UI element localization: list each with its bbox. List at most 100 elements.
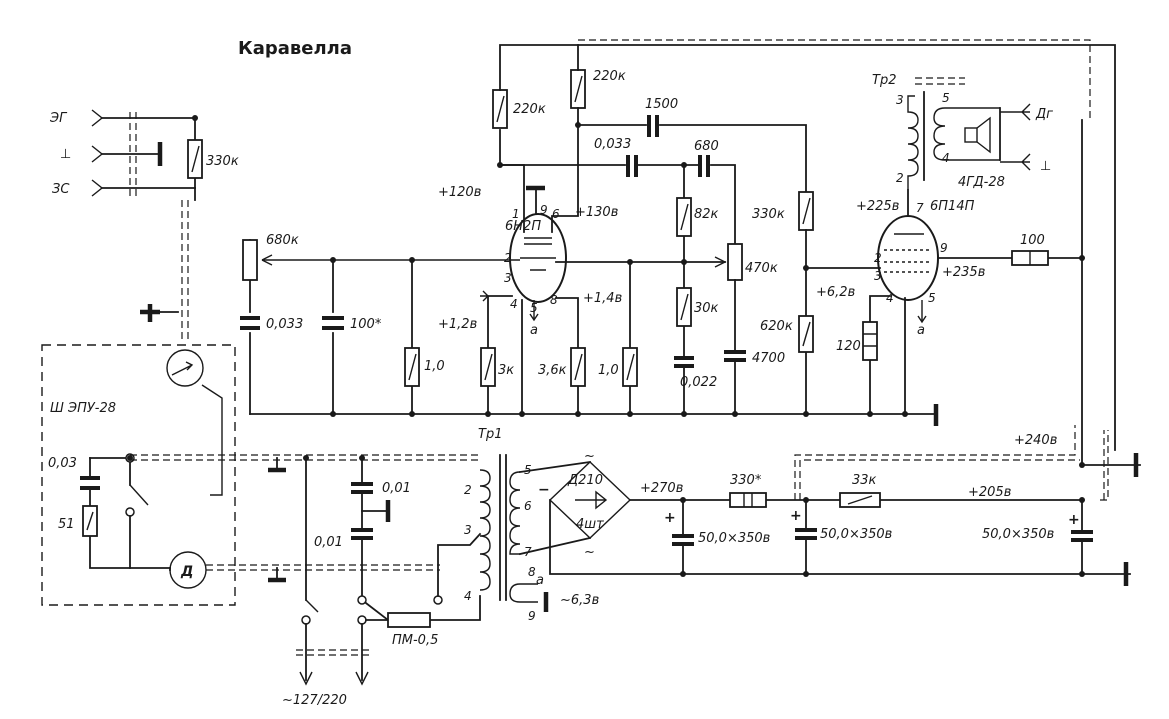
capacitor-0033-a (240, 316, 260, 330)
tr2-primary (907, 95, 919, 190)
jack-gnd-icon (91, 145, 104, 163)
speaker-gnd-label: ⊥ (1040, 159, 1051, 174)
svg-text:4: 4 (886, 291, 894, 305)
label-3k: 3к (498, 363, 514, 378)
v205-label: +205в (968, 485, 1011, 500)
svg-text:8: 8 (550, 293, 558, 307)
svg-text:8: 8 (528, 565, 536, 579)
resistor-120 (862, 321, 878, 361)
tr2-label: Тр2 (872, 73, 896, 88)
jack-zs-icon (91, 179, 104, 197)
label-680k: 680к (266, 233, 299, 248)
svg-text:3: 3 (464, 523, 472, 537)
capacitor-50-b (795, 528, 817, 540)
capacitor-100 (322, 316, 344, 330)
rectifier-label: Д210 (567, 473, 603, 488)
tr1-primary (479, 469, 491, 591)
label-1m-a: 1,0 (424, 359, 445, 374)
heater-voltage-label: ~6,3в (560, 593, 599, 608)
v225-label: +225в (856, 199, 899, 214)
svg-text:а: а (917, 323, 925, 338)
label-33k: 33к (852, 473, 877, 488)
svg-text:а: а (536, 573, 544, 588)
v14-label: +1,4в (583, 291, 622, 306)
label-0022: 0,022 (680, 375, 717, 390)
svg-text:9: 9 (528, 609, 536, 623)
capacitor-003 (80, 476, 100, 490)
fuse-pm05 (387, 612, 431, 628)
label-1m-b: 1,0 (598, 363, 619, 378)
svg-text:+: + (664, 510, 676, 526)
svg-text:2: 2 (896, 171, 904, 185)
jack-eg-label: ЭГ (49, 111, 68, 126)
label-1500: 1500 (645, 97, 678, 112)
capacitor-4700 (724, 350, 746, 362)
label-001-a: 0,01 (382, 481, 411, 496)
label-100: 100 (1020, 233, 1045, 248)
label-470k: 470к (745, 261, 778, 276)
fuse-label: ПМ-0,5 (392, 633, 438, 648)
resistor-330-filter (729, 492, 767, 508)
jack-eg-icon (91, 109, 104, 127)
svg-text:+: + (790, 508, 802, 524)
v130-label: +130в (575, 205, 618, 220)
speaker-icon (964, 127, 978, 143)
svg-text:4: 4 (942, 151, 950, 165)
svg-text:4: 4 (510, 297, 518, 311)
label-82k: 82к (694, 207, 719, 222)
tr2-secondary (933, 107, 946, 161)
rectifier-count-label: 4шт (576, 517, 604, 532)
svg-text:−: − (538, 482, 550, 498)
label-330k-input: 330к (206, 154, 239, 169)
svg-text:9: 9 (940, 241, 948, 255)
v62-label: +6,2в (816, 285, 855, 300)
label-120: 120 (836, 339, 861, 354)
tr1-label: Тр1 (478, 427, 502, 442)
tube-6n2p (509, 213, 567, 303)
jack-zs-label: ЗС (52, 182, 70, 197)
label-220k-b: 220к (593, 69, 626, 84)
motor-label: Д (180, 564, 193, 580)
capacitor-0022 (674, 356, 694, 368)
label-330-filter: 330* (730, 473, 762, 488)
svg-text:~: ~ (584, 545, 595, 560)
svg-text:6: 6 (552, 207, 560, 221)
svg-text:1: 1 (512, 207, 520, 221)
capacitor-50-a (672, 534, 694, 546)
v240-label: +240в (1014, 433, 1057, 448)
svg-text:2: 2 (874, 251, 882, 265)
label-001-b: 0,01 (314, 535, 343, 550)
svg-text:9: 9 (540, 203, 548, 217)
v235-label: +235в (942, 265, 985, 280)
svg-text:+: + (1068, 512, 1080, 528)
label-220k-a: 220к (513, 102, 546, 117)
label-30k: 30к (694, 301, 719, 316)
label-0033-b: 0,033 (594, 137, 631, 152)
speaker-type-label: 4ГД-28 (958, 175, 1005, 190)
tube-6p14p (877, 215, 939, 301)
label-003: 0,03 (48, 456, 77, 471)
turntable-block: Ш ЭПУ-28 0,03 51 Д (41, 304, 236, 606)
label-4700: 4700 (752, 351, 785, 366)
capacitor-0033-b (626, 155, 638, 177)
tube-6p14p-label: 6П14П (930, 199, 975, 214)
label-50-a: 50,0×350в (698, 531, 770, 546)
label-330k-b: 330к (752, 207, 785, 222)
svg-text:2: 2 (464, 483, 472, 497)
svg-text:4: 4 (464, 589, 472, 603)
capacitor-680 (698, 155, 710, 177)
label-620k: 620к (760, 319, 793, 334)
v120-label: +120в (438, 185, 481, 200)
input-jacks: ЭГ ⊥ ЗС 330к (49, 109, 239, 340)
potentiometer-470k (727, 243, 743, 281)
svg-text:3: 3 (874, 269, 882, 283)
stage-2: 330к +6,2в 620к 6П14П 7 2 3 9 4 5 +225в … (752, 73, 1085, 466)
svg-text:6: 6 (524, 499, 532, 513)
capacitor-50-c (1071, 530, 1093, 542)
svg-text:3: 3 (504, 271, 512, 285)
v270-label: +270в (640, 481, 683, 496)
svg-text:5: 5 (928, 291, 936, 305)
label-50-c: 50,0×350в (982, 527, 1054, 542)
jack-gnd-label: ⊥ (60, 147, 71, 162)
